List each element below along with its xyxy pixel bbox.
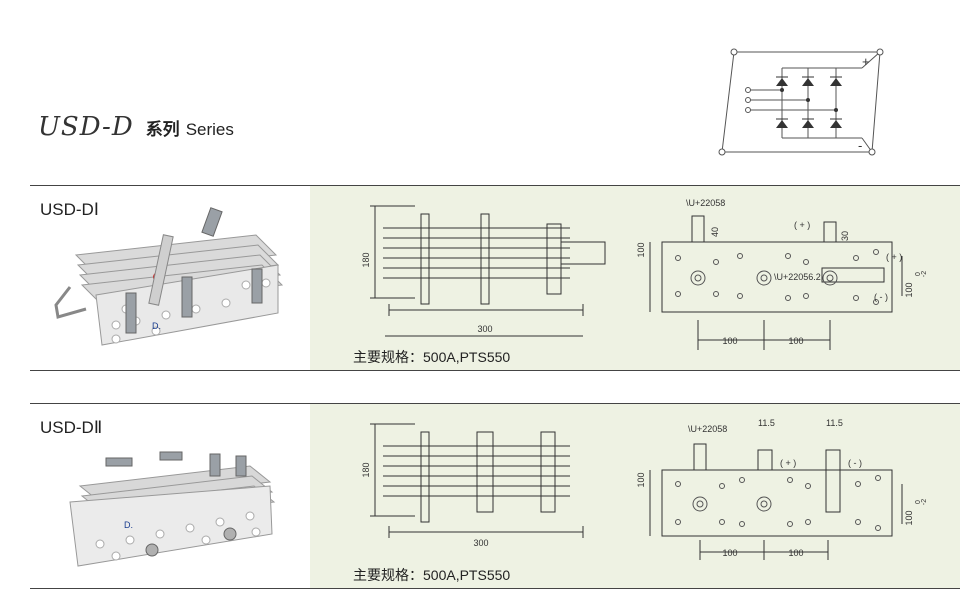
series-name: USD-D xyxy=(38,112,134,142)
front-view-drawing-1: 180 300 xyxy=(361,205,606,337)
top-dim-height-1: 100 xyxy=(636,242,646,257)
svg-text:D.: D. xyxy=(152,321,161,331)
term-dim-left-1: 40 xyxy=(710,227,720,237)
divider-top-2 xyxy=(30,403,960,404)
front-dim-height-2: 180 xyxy=(361,462,371,477)
bridge-schematic: + - xyxy=(718,48,884,156)
series-en-label: Series xyxy=(185,120,234,139)
pos-mark-2: ( + ) xyxy=(780,458,796,468)
divider-bottom-2 xyxy=(30,588,960,589)
term-dim-b-2: 11.5 xyxy=(826,418,843,428)
pitch-dim-b-1: 100 xyxy=(788,336,803,346)
top-view-drawing-2: \U+22058 11.5 11.5 100 100 100 ( + ) ( -… xyxy=(636,418,928,560)
term-dim-a-2: 11.5 xyxy=(758,418,775,428)
product-photo-1: D. xyxy=(54,207,284,346)
plus-terminal-label: + xyxy=(862,54,870,69)
product-label-2: USD-DⅡ xyxy=(40,418,103,437)
term-dim-right-1: 30 xyxy=(840,231,850,241)
pitch-dim-a-1: 100 xyxy=(722,336,737,346)
tol-label-2: 100 xyxy=(904,510,914,525)
tol-label-1: 100 xyxy=(904,282,914,297)
spec-text-2: 主要规格：500A,PTS550 xyxy=(353,567,511,583)
tol-bottom-2: -2 xyxy=(921,499,928,505)
series-cn-label: 系列 xyxy=(145,120,180,139)
front-dim-width-2: 300 xyxy=(473,538,488,548)
tol-top-1: 0 xyxy=(915,272,922,276)
divider-bottom-1 xyxy=(30,370,960,371)
top-view-drawing-1: \U+22058 \U+22056.2 40 30 100 100 100 ( … xyxy=(636,198,928,350)
svg-text:D.: D. xyxy=(124,520,133,530)
tol-bottom-1: -2 xyxy=(921,271,928,277)
minus-terminal-label: - xyxy=(858,138,862,153)
product-photo-2: D. xyxy=(69,451,276,567)
hole-note-2b: \U+22058 xyxy=(688,424,727,434)
hole-note-1: \U+22058 xyxy=(686,198,725,208)
pitch-dim-a-2: 100 xyxy=(722,548,737,558)
neg-mark-2: ( - ) xyxy=(848,458,862,468)
front-dim-height-1: 180 xyxy=(361,252,371,267)
spec-text-1: 主要规格：500A,PTS550 xyxy=(353,349,511,365)
front-view-drawing-2: 180 300 xyxy=(361,423,584,548)
pos-mark-1: ( + ) xyxy=(794,220,810,230)
front-dim-width-1: 300 xyxy=(477,324,492,334)
tol-top-2: 0 xyxy=(915,500,922,504)
divider-top-1 xyxy=(30,185,960,186)
pos-mark-1b: ( + ) xyxy=(886,252,902,262)
hole-note-2: \U+22056.2 xyxy=(774,272,821,282)
top-dim-height-2: 100 xyxy=(636,472,646,487)
product-label-1: USD-DⅠ xyxy=(40,200,99,219)
pitch-dim-b-2: 100 xyxy=(788,548,803,558)
neg-mark-1: ( - ) xyxy=(874,292,888,302)
series-title: USD-D 系列 Series xyxy=(38,112,234,146)
